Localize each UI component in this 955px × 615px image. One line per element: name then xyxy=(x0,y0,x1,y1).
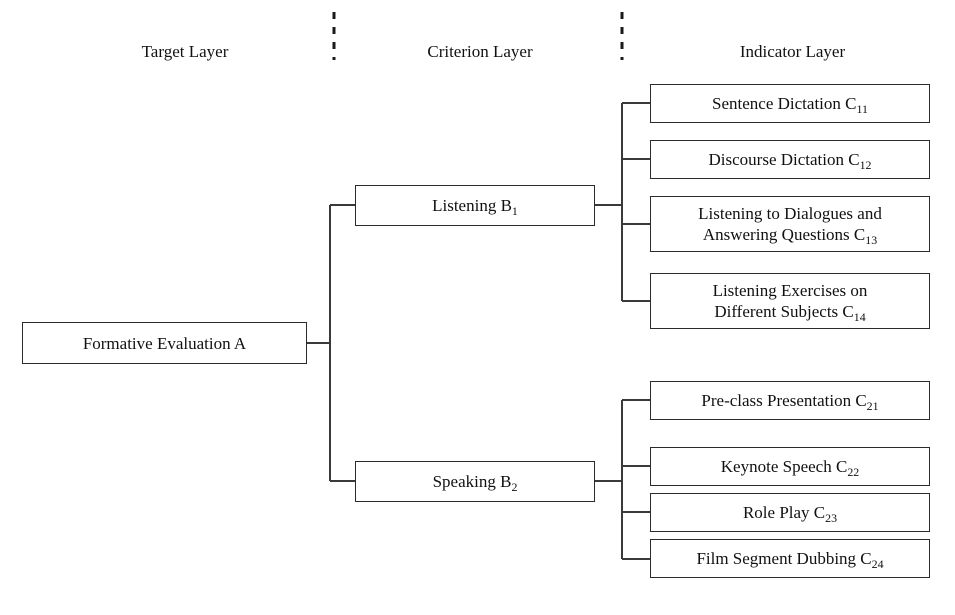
node-indicator-c12-sub: 12 xyxy=(859,157,872,172)
node-indicator-c23-sub: 23 xyxy=(825,510,838,525)
node-indicator-c14-sub: 14 xyxy=(853,309,866,324)
node-indicator-c13-sub: 13 xyxy=(865,232,878,247)
node-indicator-c11-sub: 11 xyxy=(856,101,868,116)
node-indicator-c11-label: Sentence Dictation C xyxy=(712,94,857,113)
node-indicator-c13-line2: Answering Questions C xyxy=(702,225,866,244)
node-indicator-c14-line1: Listening Exercises on xyxy=(712,281,868,300)
header-criterion-layer: Criterion Layer xyxy=(427,42,533,61)
node-target-a[interactable]: Formative Evaluation A xyxy=(22,322,307,364)
node-indicator-c12-label: Discourse Dictation C xyxy=(708,150,860,169)
node-indicator-c14-line2: Different Subjects C xyxy=(714,302,854,321)
node-indicator-c22[interactable]: Keynote Speech C22 xyxy=(650,447,930,486)
node-indicator-c24[interactable]: Film Segment Dubbing C24 xyxy=(650,539,930,578)
node-indicator-c13-line1: Listening to Dialogues and xyxy=(698,204,882,223)
node-indicator-c21[interactable]: Pre-class Presentation C21 xyxy=(650,381,930,420)
node-indicator-c21-sub: 21 xyxy=(866,398,879,413)
node-indicator-c21-label: Pre-class Presentation C xyxy=(701,391,867,410)
node-criterion-b2[interactable]: Speaking B2 xyxy=(355,461,595,502)
node-criterion-b1[interactable]: Listening B1 xyxy=(355,185,595,226)
header-target-layer: Target Layer xyxy=(141,42,229,61)
node-criterion-b2-sub: 2 xyxy=(511,479,518,494)
node-indicator-c24-sub: 24 xyxy=(871,556,884,571)
node-criterion-b1-sub: 1 xyxy=(511,203,518,218)
node-indicator-c23-label: Role Play C xyxy=(742,503,826,522)
node-indicator-c22-label: Keynote Speech C xyxy=(720,457,848,476)
node-criterion-b1-label: Listening B xyxy=(432,196,512,215)
node-indicator-c14[interactable]: Listening Exercises on Different Subjects… xyxy=(650,273,930,329)
node-indicator-c12[interactable]: Discourse Dictation C12 xyxy=(650,140,930,179)
header-indicator-layer: Indicator Layer xyxy=(739,42,846,61)
node-criterion-b2-label: Speaking B xyxy=(432,472,512,491)
node-indicator-c23[interactable]: Role Play C23 xyxy=(650,493,930,532)
node-indicator-c11[interactable]: Sentence Dictation C11 xyxy=(650,84,930,123)
node-indicator-c22-sub: 22 xyxy=(847,464,860,479)
node-indicator-c24-label: Film Segment Dubbing C xyxy=(696,549,872,568)
node-target-a-label: Formative Evaluation A xyxy=(82,333,247,353)
